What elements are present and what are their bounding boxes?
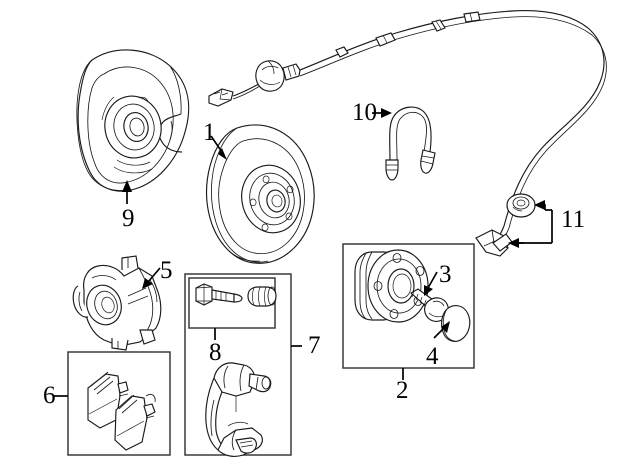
wheel-hub-assembly <box>354 249 429 323</box>
callout-leader-3 <box>424 271 438 296</box>
guide-pin-bolt-box <box>188 277 277 329</box>
abs-sensor-grommet <box>506 193 536 218</box>
abs-sensor-harness <box>208 10 607 257</box>
callout-leader-1 <box>210 135 227 160</box>
harness-clip <box>335 46 349 58</box>
hub-assembly-group-box <box>342 243 475 369</box>
harness-clip <box>375 32 396 47</box>
guide-pin-bolt <box>195 283 243 306</box>
brake-hose <box>385 106 436 181</box>
caliper-bracket <box>205 362 272 457</box>
brake-splash-shield <box>76 49 190 192</box>
callout-label-4: 4 <box>426 343 439 370</box>
callout-leader-5 <box>142 267 161 289</box>
callout-label-6: 6 <box>43 382 56 409</box>
callout-label-2: 2 <box>396 377 409 404</box>
guide-pin-bushing <box>247 286 277 307</box>
callout-label-8: 8 <box>209 339 222 366</box>
callout-label-10: 10 <box>352 99 377 126</box>
brake-pad-set-box <box>67 351 171 456</box>
callout-label-1: 1 <box>203 119 216 146</box>
callout-leader-10 <box>372 108 392 118</box>
brake-pad-set <box>87 371 156 451</box>
brake-caliper <box>72 255 162 351</box>
callout-label-3: 3 <box>439 261 452 288</box>
callout-leader-9 <box>122 180 132 204</box>
harness-clip <box>463 11 481 23</box>
harness-clip <box>431 19 446 32</box>
callout-leader-4 <box>433 321 450 339</box>
hub-dust-cap <box>441 305 471 342</box>
callout-label-11: 11 <box>561 206 586 233</box>
caliper-bracket-group-box <box>184 273 292 457</box>
callout-label-9: 9 <box>122 205 135 232</box>
callout-label-7: 7 <box>308 332 321 359</box>
brake-rotor-disc <box>206 124 315 264</box>
callout-label-5: 5 <box>160 257 173 284</box>
callout-leader-11 <box>508 200 553 248</box>
